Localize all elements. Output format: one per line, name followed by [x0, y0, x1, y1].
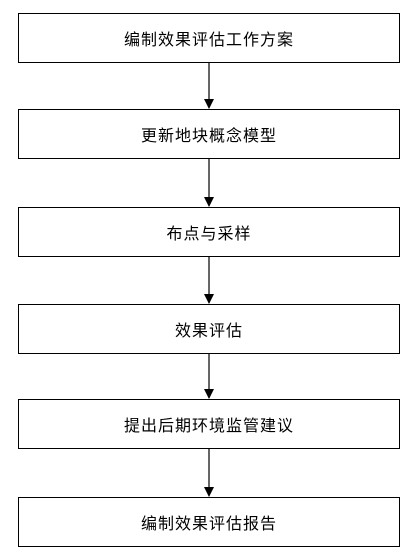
step-label: 效果评估 [174, 321, 243, 340]
step-box-update-model: 更新地块概念模型 [18, 109, 400, 159]
step-label: 编制效果评估工作方案 [123, 30, 294, 49]
step-label: 更新地块概念模型 [140, 126, 277, 145]
step-box-report: 编制效果评估报告 [18, 497, 400, 547]
step-box-work-plan: 编制效果评估工作方案 [18, 13, 400, 63]
step-label: 提出后期环境监管建议 [123, 416, 294, 435]
step-box-monitoring-advice: 提出后期环境监管建议 [18, 399, 400, 449]
step-box-evaluation: 效果评估 [18, 304, 400, 354]
step-box-sampling: 布点与采样 [18, 207, 400, 257]
step-label: 布点与采样 [166, 224, 252, 243]
step-label: 编制效果评估报告 [140, 514, 277, 533]
